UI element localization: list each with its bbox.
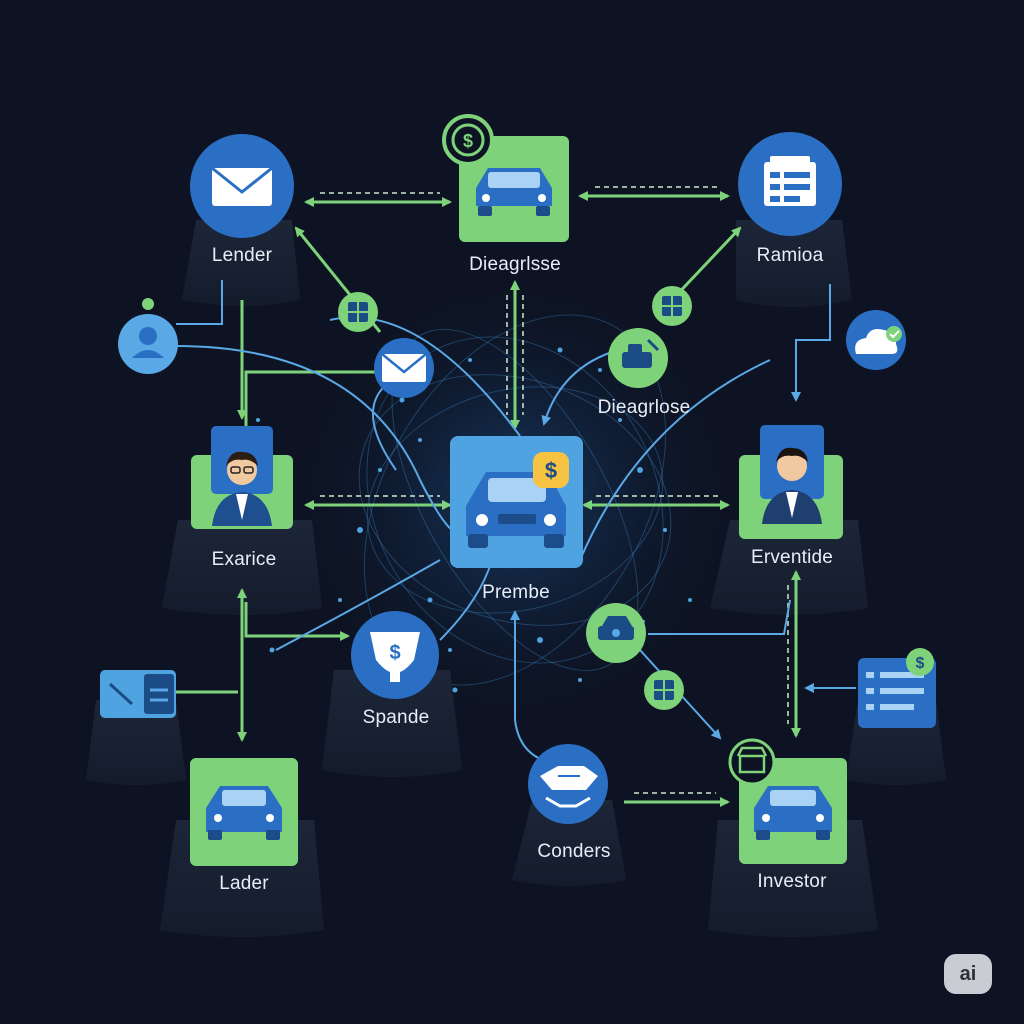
node-label-ramioa: Ramioa [756, 245, 824, 266]
person-icon [762, 447, 822, 524]
grid-icon [644, 670, 684, 710]
node-label-erventide: Erventide [750, 547, 834, 568]
node-conders[interactable] [528, 744, 608, 824]
envelope-icon [211, 166, 273, 206]
node-label-conders: Conders [537, 841, 611, 862]
grid-icon [652, 286, 692, 326]
handshake-icon [540, 766, 598, 808]
car-icon [466, 472, 566, 548]
node-spande[interactable]: $ [351, 611, 439, 699]
node-label-lender: Lender [211, 245, 273, 266]
car-badge-icon[interactable] [586, 603, 646, 663]
node-diagnose-mid[interactable] [608, 328, 668, 388]
grid-icon [338, 292, 378, 332]
car-tool-icon [622, 338, 660, 368]
node-investor[interactable] [728, 738, 847, 864]
document-list-icon [764, 156, 816, 206]
node-label-exarice: Exarice [211, 549, 277, 570]
node-erventide[interactable] [739, 425, 843, 539]
cloud-check-icon[interactable] [846, 310, 906, 370]
car-icon [754, 786, 832, 840]
store-icon [728, 738, 776, 786]
car-icon [206, 786, 282, 840]
svg-text:$: $ [463, 131, 473, 151]
connector-dashes [320, 186, 789, 794]
node-label-spande: Spande [362, 707, 430, 728]
node-label-lader: Lader [219, 873, 269, 894]
node-exarice[interactable] [191, 426, 293, 529]
person-glasses-icon [212, 451, 272, 526]
car-icon [476, 168, 552, 216]
svg-text:$: $ [389, 642, 400, 664]
node-ramioa[interactable] [738, 132, 842, 236]
dollar-trophy-icon: $ [370, 632, 420, 682]
node-label-investor: Investor [757, 871, 827, 892]
card-icon[interactable] [100, 670, 176, 718]
node-label-diagnose-top: Dieagrlsse [469, 254, 561, 275]
node-lender[interactable] [190, 134, 294, 238]
particle-dots [256, 347, 692, 693]
svg-text:$: $ [916, 655, 925, 672]
svg-text:$: $ [545, 458, 557, 483]
dollar-badge-icon: $ [533, 452, 569, 488]
node-diagnose-top[interactable]: $ [442, 114, 569, 242]
node-lader[interactable] [190, 758, 298, 866]
ai-watermark-badge: ai [944, 954, 992, 994]
invoice-dollar-icon[interactable]: $ [858, 648, 936, 728]
green-connectors [176, 191, 801, 807]
user-icon[interactable] [118, 298, 178, 374]
node-label-diagnose-mid: Dieagrlose [597, 397, 691, 418]
node-label-prembe: Prembe [482, 582, 550, 603]
node-prembe[interactable]: $ [450, 436, 583, 568]
dollar-coin-icon: $ [442, 114, 494, 166]
envelope-icon[interactable] [374, 338, 434, 398]
